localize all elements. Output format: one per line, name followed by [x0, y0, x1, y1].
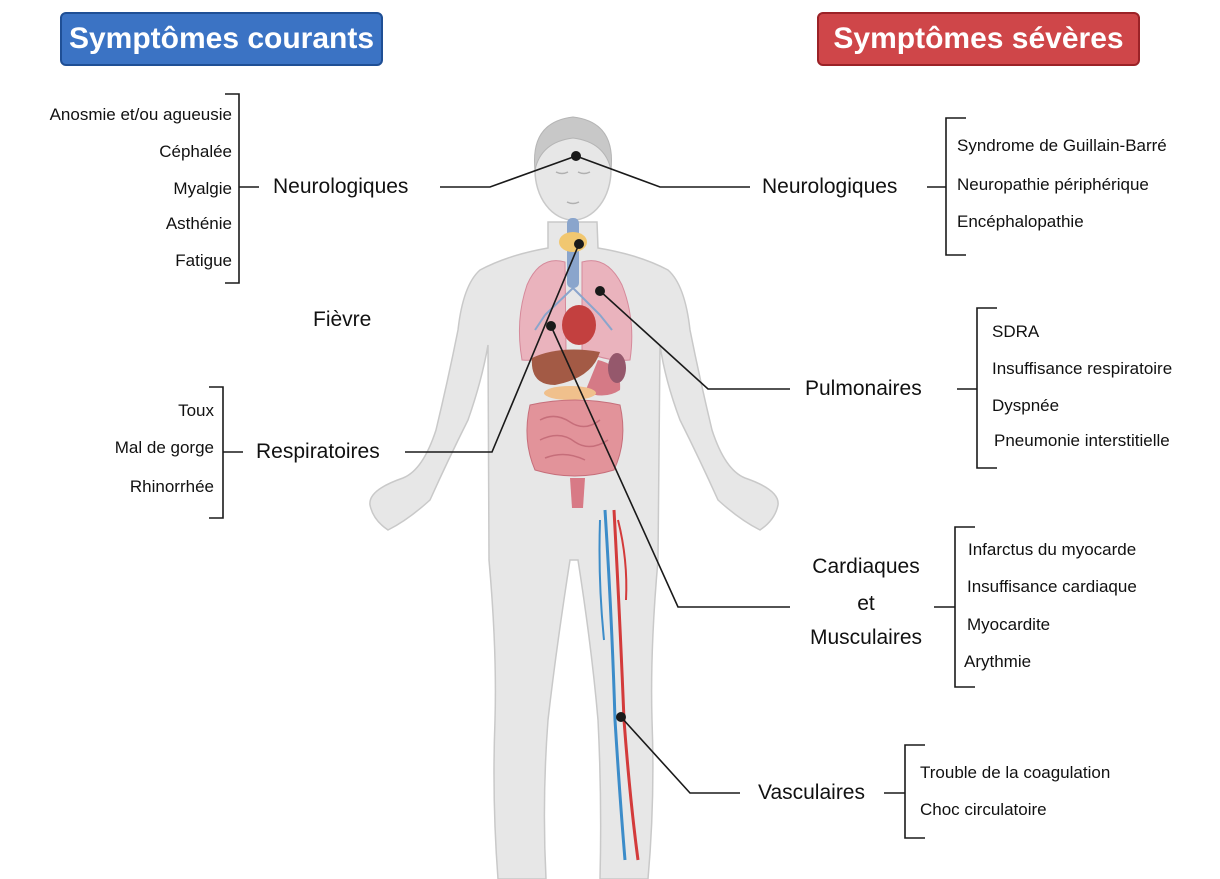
kidney [608, 353, 626, 383]
bladder [570, 478, 585, 508]
severe-vasc-item-1: Trouble de la coagulation [920, 763, 1110, 783]
common-neuro-item-3: Myalgie [173, 179, 232, 199]
severe-cardio-label-line-2: et [800, 592, 932, 616]
intestines [527, 400, 623, 476]
severe-cardio-label-line-3: Musculaires [800, 626, 932, 650]
severe-vasc-label: Vasculaires [758, 781, 865, 805]
severe-neuro-item-1: Syndrome de Guillain-Barré [957, 136, 1167, 156]
common-neuro-label: Neurologiques [273, 175, 408, 199]
heart-dot [546, 321, 556, 331]
throat-dot [574, 239, 584, 249]
common-resp-label: Respiratoires [256, 440, 380, 464]
severe-vasc-item-2: Choc circulatoire [920, 800, 1047, 820]
severe-neuro-item-2: Neuropathie périphérique [957, 175, 1149, 195]
common-neuro-item-1: Anosmie et/ou agueusie [50, 105, 232, 125]
head-dot [571, 151, 581, 161]
vessel-dot [616, 712, 626, 722]
severe-cardio-label-line-1: Cardiaques [800, 555, 932, 579]
common-neuro-item-2: Céphalée [159, 142, 232, 162]
common-neuro-item-4: Asthénie [166, 214, 232, 234]
fever-label: Fièvre [313, 308, 371, 332]
severe-neuro-label: Neurologiques [762, 175, 897, 199]
severe-pulm-label: Pulmonaires [805, 377, 922, 401]
severe-pulm-item-3: Dyspnée [992, 396, 1059, 416]
pancreas [544, 386, 596, 400]
severe-cardio-item-3: Myocardite [967, 615, 1050, 635]
lung-dot [595, 286, 605, 296]
common-resp-item-1: Toux [178, 401, 214, 421]
heart [562, 305, 596, 345]
severe-neuro-item-3: Encéphalopathie [957, 212, 1084, 232]
severe-cardio-item-4: Arythmie [964, 652, 1031, 672]
common-resp-item-3: Rhinorrhée [130, 477, 214, 497]
severe-pulm-item-1: SDRA [992, 322, 1039, 342]
severe-pulm-item-2: Insuffisance respiratoire [992, 359, 1172, 379]
severe-cardio-item-1: Infarctus du myocarde [968, 540, 1136, 560]
severe-pulm-item-4: Pneumonie interstitielle [994, 431, 1170, 451]
severe-cardio-item-2: Insuffisance cardiaque [967, 577, 1137, 597]
common-neuro-item-5: Fatigue [175, 251, 232, 271]
common-resp-item-2: Mal de gorge [115, 438, 214, 458]
trachea [567, 218, 579, 288]
